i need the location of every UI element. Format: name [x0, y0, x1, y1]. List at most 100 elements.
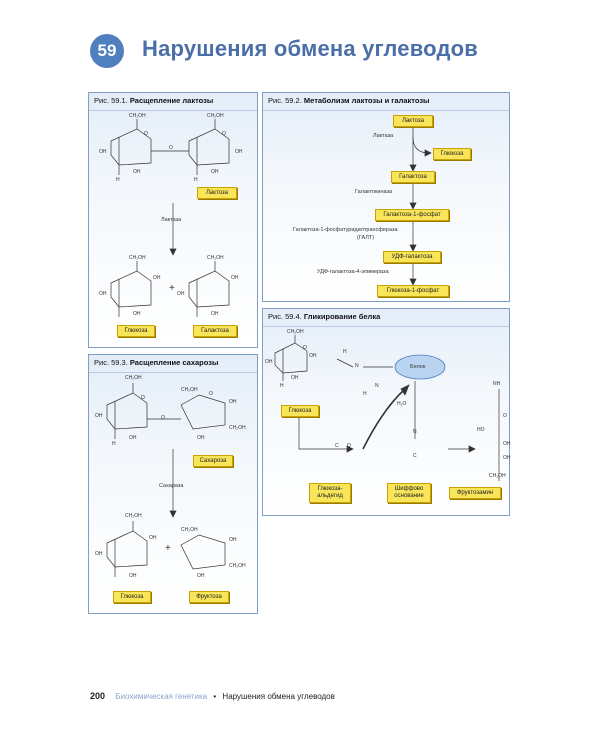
lactose-o-bridge: O	[169, 145, 173, 151]
figure-59-4-title: Рис. 59.4. Гликирование белка	[263, 309, 509, 327]
sucrose-box: Сахароза	[193, 455, 233, 467]
glucose-ch2oh: CH₂OH	[129, 255, 146, 261]
lactose-h-2: H	[194, 177, 198, 183]
fructose-oh-1: OH	[229, 537, 237, 543]
lactase-enzyme-label: Лактаза	[161, 217, 182, 223]
sucrose-ch2oh-1: CH₂OH	[125, 375, 142, 381]
galactose-box: Галактоза	[391, 171, 435, 183]
galactokinase-label: Галактокиназа	[355, 189, 393, 195]
aldehyde-o: O	[347, 443, 351, 449]
figure-59-3-diagram	[106, 383, 226, 577]
amine-h-2: H	[363, 391, 367, 397]
chapter-number: 59	[97, 41, 117, 60]
glucose-aldehyde-box: Глюкоза-альдегид	[309, 483, 351, 503]
sucrose-o-1: O	[141, 395, 145, 401]
epimerase-label: УДФ-галактоза-4-эпимераза	[317, 269, 389, 275]
sucrose-o-bridge: O	[161, 415, 165, 421]
figure-59-4-diagram	[274, 335, 500, 481]
glucose-box: Глюкоза	[281, 405, 319, 417]
lactose-ch2oh-2: CH₂OH	[207, 113, 224, 119]
glucose-oh-2: OH	[153, 275, 161, 281]
plus-sign: +	[165, 543, 171, 554]
glucose-1-phosphate-box: Глюкоза-1-фосфат	[377, 285, 449, 297]
plus-sign: +	[169, 283, 175, 294]
figure-59-2-pathway	[409, 125, 432, 286]
figure-59-2-panel: Рис. 59.2. Метаболизм лактозы и галактоз…	[262, 92, 510, 302]
lactose-oh-4: OH	[235, 149, 243, 155]
galactose-oh-1: OH	[177, 291, 185, 297]
glucose-oh-1: OH	[99, 291, 107, 297]
protein-ellipse	[394, 354, 446, 380]
glucose-ring	[106, 530, 148, 568]
page-footer: 200 Биохимическая генетика • Нарушения о…	[90, 691, 335, 701]
galactose-oh-3: OH	[211, 311, 219, 317]
sucrose-ch2oh-3: CH₂OH	[229, 425, 246, 431]
page-number: 200	[90, 691, 106, 701]
fructose-oh-2: OH	[197, 573, 205, 579]
galt-enzyme-label: Галактоза-1-фосфатуридилтрансфераза	[293, 227, 398, 233]
sucrose-h-1: H	[112, 441, 116, 447]
galactose-box: Галактоза	[193, 325, 237, 337]
fructosamine-oh-1: OH	[503, 441, 511, 447]
lactose-box: Лактоза	[197, 187, 237, 199]
fructose-ring	[180, 534, 226, 570]
chapter-name: Нарушения обмена углеводов	[222, 692, 335, 701]
sucrose-oh-2: OH	[129, 435, 137, 441]
glucose-oh-3: OH	[291, 375, 299, 381]
lactose-o-1: O	[144, 131, 148, 137]
glucose-h: H	[280, 383, 284, 389]
water-label: H₂O	[397, 401, 407, 407]
lactose-ch2oh-1: CH₂OH	[129, 113, 146, 119]
figure-59-1-panel: Рис. 59.1. Расщепление лактозы CH₂OH CH₂…	[88, 92, 258, 348]
figure-59-2-title: Рис. 59.2. Метаболизм лактозы и галактоз…	[263, 93, 509, 111]
sucrose-oh-1: OH	[95, 413, 103, 419]
fructosamine-oh-2: OH	[503, 455, 511, 461]
fructosamine-ch2oh: CH₂OH	[489, 473, 506, 479]
sucrose-oh-3: OH	[197, 435, 205, 441]
sucrose-fructose-ring	[180, 394, 226, 430]
glucose-oh-3: OH	[129, 573, 137, 579]
lactose-box: Лактоза	[393, 115, 433, 127]
fructose-ch2oh-1: CH₂OH	[181, 527, 198, 533]
glucose-oh-1: OH	[265, 359, 273, 365]
figure-59-3-panel: Рис. 59.3. Расщепление сахарозы CH₂OH CH…	[88, 354, 258, 614]
lactose-o-2: O	[222, 131, 226, 137]
lactase-label: Лактаза	[373, 133, 394, 139]
aldehyde-c: C	[335, 443, 339, 449]
footer-bullet: •	[213, 692, 217, 701]
glucose-oh-2: OH	[309, 353, 317, 359]
amine-n-1: N	[355, 363, 359, 369]
chapter-title: Нарушения обмена углеводов	[142, 36, 479, 61]
fructosamine-o: O	[503, 413, 507, 419]
sucrose-o-2: O	[209, 391, 213, 397]
fructosamine-nh: NH	[493, 381, 501, 387]
glucose-box: Глюкоза	[117, 325, 155, 337]
lactose-oh-3: OH	[211, 169, 219, 175]
figure-59-3-title: Рис. 59.3. Расщепление сахарозы	[89, 355, 257, 373]
glucose-oh-2: OH	[149, 535, 157, 541]
sucrose-ch2oh-2: CH₂OH	[181, 387, 198, 393]
glucose-o: O	[303, 345, 307, 351]
glucose-oh-1: OH	[95, 551, 103, 557]
sucrase-enzyme-label: Сахараза	[159, 483, 184, 489]
galactose-1-phosphate-box: Галактоза-1-фосфат	[375, 209, 449, 221]
amine-h-1: H	[343, 349, 347, 355]
schiff-n: N	[413, 429, 417, 435]
fructose-box: Фруктоза	[189, 591, 229, 603]
galt-abbr-label: (ГАЛТ)	[357, 235, 375, 241]
galactose-oh-2: OH	[231, 275, 239, 281]
glucose-ring	[110, 270, 152, 308]
figure-59-1-title: Рис. 59.1. Расщепление лактозы	[89, 93, 257, 111]
glucose-box: Глюкоза	[113, 591, 151, 603]
chapter-number-badge: 59	[90, 34, 124, 68]
fructosamine-box: Фруктозамин	[449, 487, 501, 499]
amine-n-2: N	[375, 383, 379, 389]
section-name: Биохимическая генетика	[115, 692, 208, 701]
glucose-box: Глюкоза	[433, 148, 471, 160]
udp-galactose-box: УДФ-галактоза	[383, 251, 441, 263]
galactose-ch2oh: CH₂OH	[207, 255, 224, 261]
schiff-c: C	[413, 453, 417, 459]
glucose-oh-3: OH	[133, 311, 141, 317]
fructosamine-ho: HO	[477, 427, 485, 433]
